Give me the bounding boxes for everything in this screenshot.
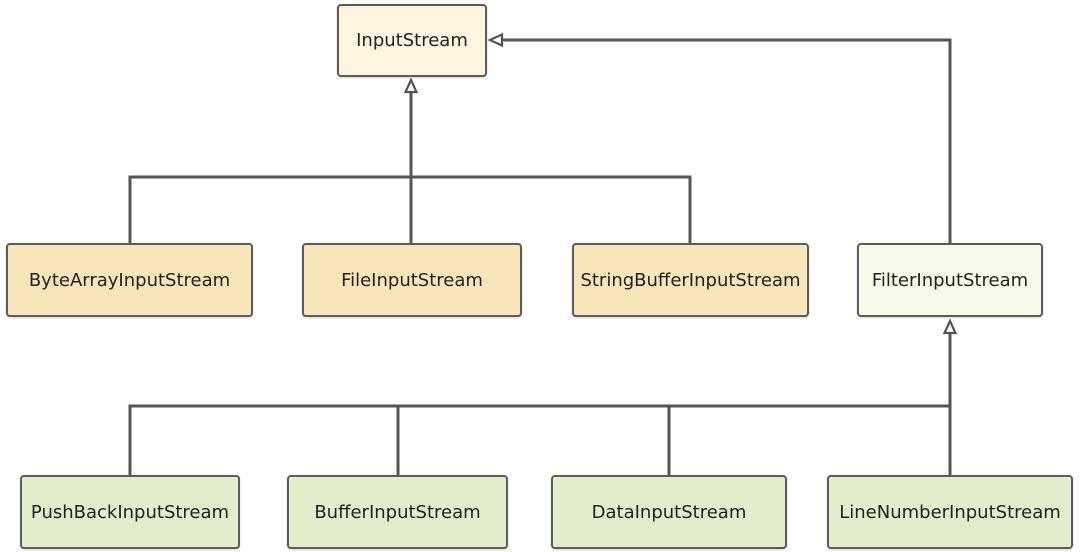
connector-pushback (128, 404, 950, 475)
node-linenumberinputstream: LineNumberInputStream (827, 475, 1073, 549)
arrowhead-filter-to-inputstream (487, 32, 504, 48)
node-label: InputStream (356, 30, 468, 51)
node-label: LineNumberInputStream (839, 501, 1061, 523)
node-label: BufferInputStream (314, 501, 481, 523)
node-datainputstream: DataInputStream (551, 475, 787, 549)
node-label: FileInputStream (341, 269, 483, 291)
node-label: DataInputStream (591, 501, 747, 523)
connector-bytearray (128, 175, 411, 243)
node-pushbackinputstream: PushBackInputStream (20, 475, 240, 549)
node-stringbufferinputstream: StringBufferInputStream (572, 243, 809, 317)
node-bufferinputstream: BufferInputStream (287, 475, 508, 549)
arrowhead-to-filterinputstream (942, 318, 958, 335)
node-bytearrayinputstream: ByteArrayInputStream (6, 243, 253, 317)
node-filterinputstream: FilterInputStream (857, 243, 1043, 317)
node-label: ByteArrayInputStream (28, 269, 231, 291)
connector-stringbuffer (411, 175, 692, 243)
node-label: FilterInputStream (871, 269, 1029, 291)
node-label: StringBufferInputStream (580, 269, 801, 291)
arrowhead-to-inputstream (403, 77, 419, 94)
node-fileinputstream: FileInputStream (302, 243, 522, 317)
node-inputstream: InputStream (337, 4, 487, 77)
node-label: PushBackInputStream (30, 501, 230, 523)
connector-filter-to-inputstream (502, 38, 952, 243)
